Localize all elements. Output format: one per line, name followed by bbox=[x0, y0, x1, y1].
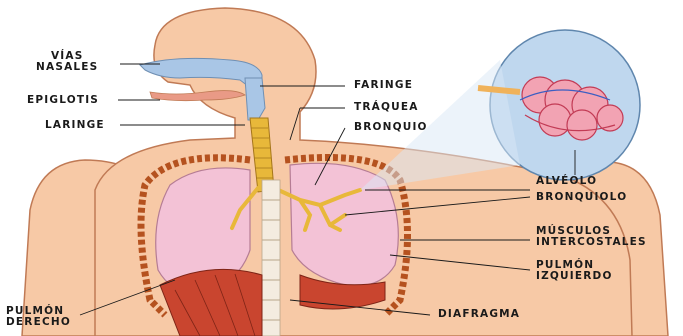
label-nasales-line2: NASALES bbox=[36, 61, 98, 73]
label-faringe: FARINGE bbox=[354, 80, 413, 91]
label-musculos-intercostales: MÚSCULOS INTERCOSTALES bbox=[536, 226, 647, 248]
label-laringe: LARINGE bbox=[45, 120, 105, 131]
label-bronquio: BRONQUIO bbox=[354, 122, 428, 133]
label-traquea: TRÁQUEA bbox=[354, 102, 419, 113]
label-diafragma: DIAFRAGMA bbox=[438, 309, 520, 320]
label-vias-nasales: VÍAS NASALES bbox=[36, 51, 98, 73]
pharynx bbox=[245, 78, 265, 120]
label-alveolo: ALVÉOLO bbox=[536, 176, 597, 187]
label-izquierdo-line2: IZQUIERDO bbox=[536, 270, 613, 282]
label-epiglotis: EPIGLOTIS bbox=[27, 95, 99, 106]
label-pulmon-derecho: PULMÓN DERECHO bbox=[6, 306, 71, 328]
spine bbox=[262, 180, 280, 336]
label-derecho-line2: DERECHO bbox=[6, 316, 71, 328]
label-bronquiolo: BRONQUIOLO bbox=[536, 192, 627, 203]
label-intercostales-line2: INTERCOSTALES bbox=[536, 236, 647, 248]
label-pulmon-izquierdo: PULMÓN IZQUIERDO bbox=[536, 260, 613, 282]
